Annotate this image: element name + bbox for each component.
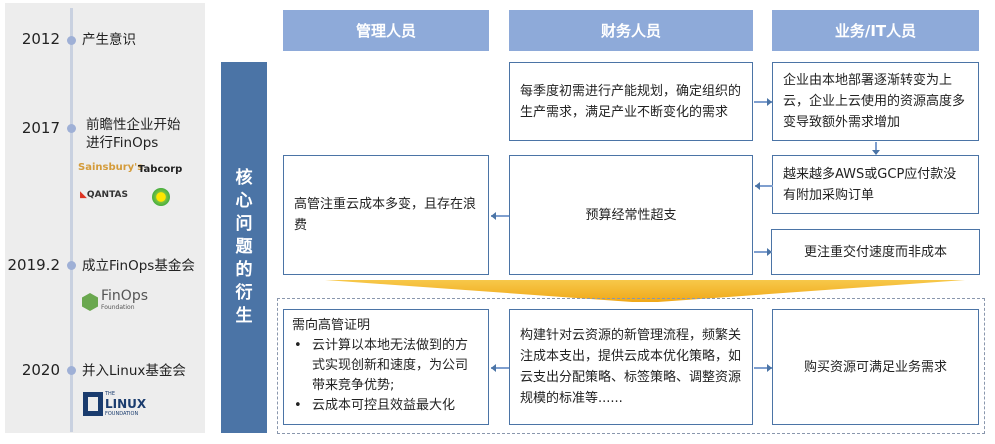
timeline-dot	[67, 124, 76, 133]
header-business-it: 业务/IT人员	[772, 10, 979, 51]
core-issues-text: 核心问题的衍生	[235, 168, 253, 326]
management-problem-box: 高管注重云成本多变，且存在浪费	[283, 155, 489, 275]
timeline-event: 产生意识	[82, 32, 136, 48]
solutions-container	[277, 298, 985, 434]
budget-overrun-box: 预算经常性超支	[509, 155, 753, 275]
solution-title: 需向高管证明	[292, 318, 371, 333]
timeline-line	[70, 8, 73, 432]
finance-solution-box: 构建针对云资源的新管理流程，频繁关注成本支出，提供云成本优化策略，如云支出分配策…	[509, 309, 753, 425]
timeline-event: 并入Linux基金会	[82, 363, 186, 379]
arrow-right	[754, 364, 772, 372]
finops-logo-sub: Foundation	[101, 304, 135, 311]
linux-logo-text: LINUX	[105, 397, 147, 411]
bullet-item: 云成本可控且效益最大化	[292, 396, 480, 416]
arrow-right	[754, 98, 772, 106]
core-issues-label: 核心问题的衍生	[221, 62, 267, 433]
management-solution-box: 需向高管证明 云计算以本地无法做到的方式实现创新和速度，为公司带来竞争优势;云成…	[283, 309, 489, 425]
tabcorp-logo: Tabcorp	[138, 164, 183, 175]
finance-problem-box: 每季度初需进行产能规划，确定组织的生产需求，满足产业不断变化的需求	[509, 62, 753, 141]
linux-logo-the: THE	[105, 391, 115, 397]
cube-icon	[82, 293, 98, 311]
arrow-left	[491, 364, 509, 372]
timeline-year: 2012	[21, 30, 60, 48]
timeline-year: 2019.2	[7, 256, 61, 274]
it-problem-box: 企业由本地部署逐渐转变为上云，企业上云使用的资源高度多变导致额外需求增加	[772, 62, 979, 141]
linux-mark-icon	[83, 392, 103, 416]
arrow-left	[755, 182, 773, 190]
finops-logo-text: FinOps	[101, 288, 148, 304]
timeline-year: 2017	[21, 119, 60, 137]
linux-logo-sub: FOUNDATION	[105, 411, 139, 417]
timeline-event: 前瞻性企业开始进行FinOps	[86, 117, 181, 151]
timeline-dot	[67, 366, 76, 375]
timeline-year: 2020	[21, 361, 60, 379]
speed-over-cost-box: 更注重交付速度而非成本	[771, 229, 980, 275]
timeline-panel	[5, 3, 205, 433]
header-finance: 财务人员	[509, 10, 753, 51]
arrow-down	[872, 142, 880, 155]
timeline-event: 成立FinOps基金会	[82, 258, 195, 274]
qantas-mark-icon: ◣	[80, 190, 87, 200]
header-management: 管理人员	[283, 10, 489, 51]
arrow-right	[754, 248, 772, 256]
unpaid-orders-box: 越来越多AWS或GCP应付款没有附加采购订单	[772, 155, 979, 214]
qantas-logo: ◣QANTAS	[80, 190, 128, 200]
timeline-dot	[67, 261, 76, 270]
bullet-item: 云计算以本地无法做到的方式实现创新和速度，为公司带来竞争优势;	[292, 336, 480, 396]
timeline-dot	[67, 36, 76, 45]
bp-logo	[152, 188, 170, 206]
sainsburys-logo: Sainsbury's	[78, 162, 144, 173]
arrow-left	[491, 212, 509, 220]
it-solution-box: 购买资源可满足业务需求	[772, 309, 979, 425]
